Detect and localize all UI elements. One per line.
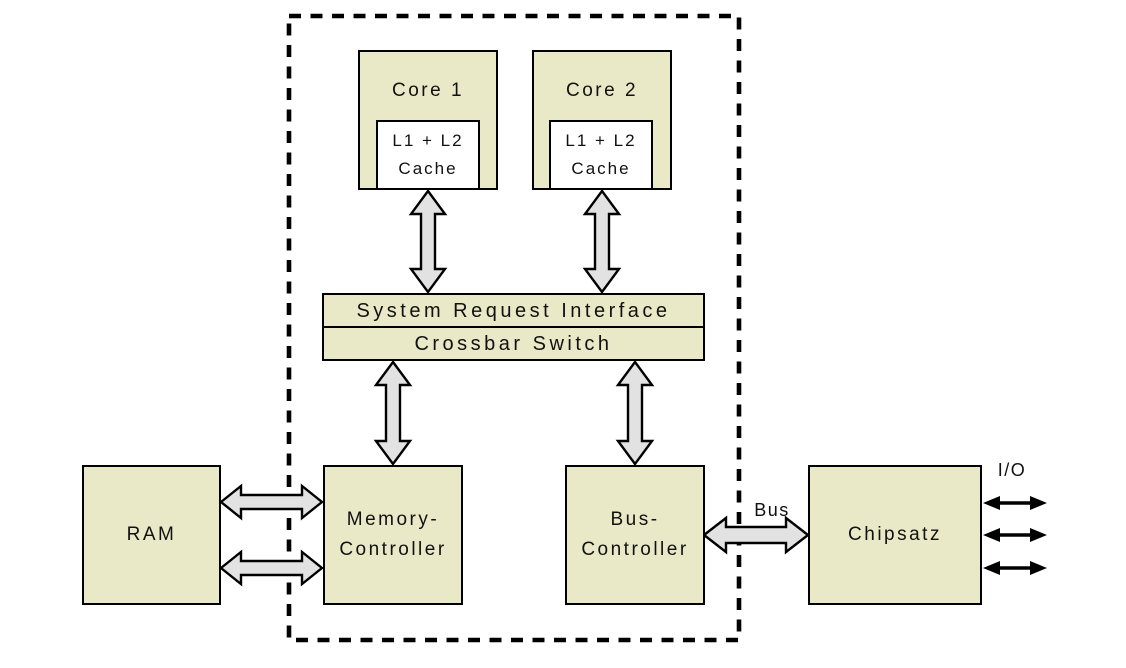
io-arrows <box>983 496 1047 575</box>
node-system-request-interface: System Request Interface <box>322 293 705 328</box>
arrow-ram-memctrl-lower <box>219 549 324 587</box>
node-cache1: L1 + L2 Cache <box>376 120 480 190</box>
arrow-bus <box>702 515 810 555</box>
node-chipsatz: Chipsatz <box>808 465 982 605</box>
arrow-crossbar-memory-controller <box>373 359 413 467</box>
node-sri-label: System Request Interface <box>356 299 671 322</box>
node-cache2: L1 + L2 Cache <box>549 120 653 190</box>
node-memctrl-line1: Memory- <box>346 509 440 530</box>
node-crossbar-switch: Crossbar Switch <box>322 326 705 361</box>
io-edge-label: I/O <box>997 460 1027 480</box>
arrow-ram-memctrl-upper <box>219 483 324 521</box>
node-core2-label: Core 2 <box>565 80 639 101</box>
io-arrow-head-right-2 <box>1030 528 1047 542</box>
node-bus-controller: Bus- Controller <box>565 465 705 605</box>
cpu-package-boundary <box>286 13 742 643</box>
node-busctrl-line2: Controller <box>581 539 689 560</box>
bus-edge-label: Bus <box>754 500 790 520</box>
node-core1-label: Core 1 <box>391 80 465 101</box>
arrow-cache2-sri <box>582 188 622 295</box>
io-arrow-head-left-2 <box>983 528 1000 542</box>
node-cache2-line2: Cache <box>571 159 631 178</box>
node-ram: RAM <box>82 465 221 605</box>
node-crossbar-label: Crossbar Switch <box>414 332 613 355</box>
node-memory-controller: Memory- Controller <box>323 465 463 605</box>
node-busctrl-line1: Bus- <box>610 509 660 530</box>
node-cache1-line2: Cache <box>398 159 458 178</box>
node-cache1-line1: L1 + L2 <box>392 131 464 150</box>
node-chipsatz-label: Chipsatz <box>848 524 942 545</box>
arrow-crossbar-bus-controller <box>615 359 655 467</box>
arrow-cache1-sri <box>408 188 448 295</box>
io-arrow-head-right-3 <box>1030 561 1047 575</box>
node-ram-label: RAM <box>126 524 177 545</box>
node-cache2-line1: L1 + L2 <box>565 131 637 150</box>
io-arrow-head-left-1 <box>983 496 1000 510</box>
node-memctrl-line2: Controller <box>339 539 447 560</box>
io-arrow-head-left-3 <box>983 561 1000 575</box>
io-arrow-head-right-1 <box>1030 496 1047 510</box>
